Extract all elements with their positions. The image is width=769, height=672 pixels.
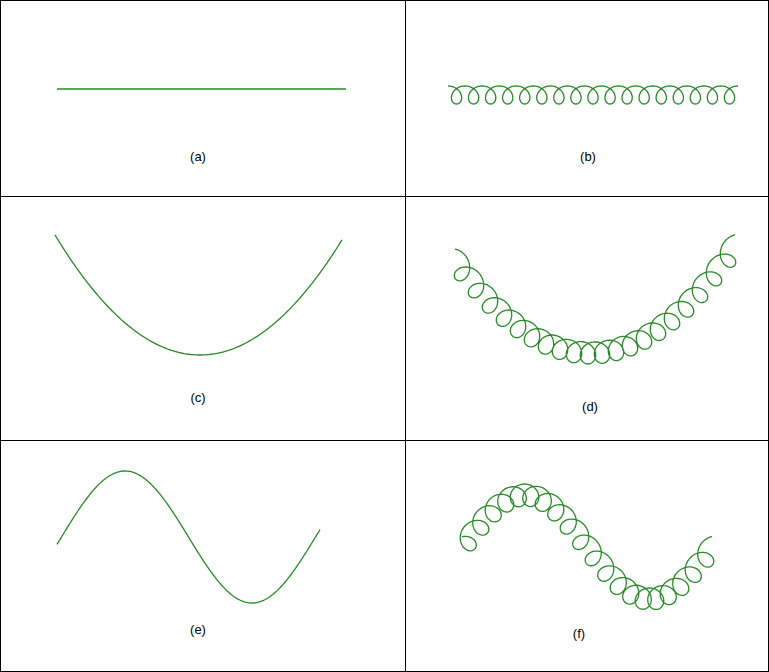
panel-label: (a) <box>190 149 206 165</box>
looping-straight-path <box>448 86 738 104</box>
panel-label: (b) <box>580 149 596 165</box>
grid-divider <box>0 196 769 197</box>
grid-divider <box>405 0 406 672</box>
panel-label: (d) <box>582 399 598 415</box>
panel-label: (c) <box>190 390 205 406</box>
curved-path <box>55 235 342 355</box>
grid-divider <box>0 440 769 441</box>
wave-path <box>57 471 320 603</box>
looping-wave-path <box>460 484 714 609</box>
straight-path <box>57 88 346 89</box>
panel-label: (f) <box>573 626 585 642</box>
looping-curved-path <box>454 235 735 364</box>
panel-label: (e) <box>190 622 206 638</box>
